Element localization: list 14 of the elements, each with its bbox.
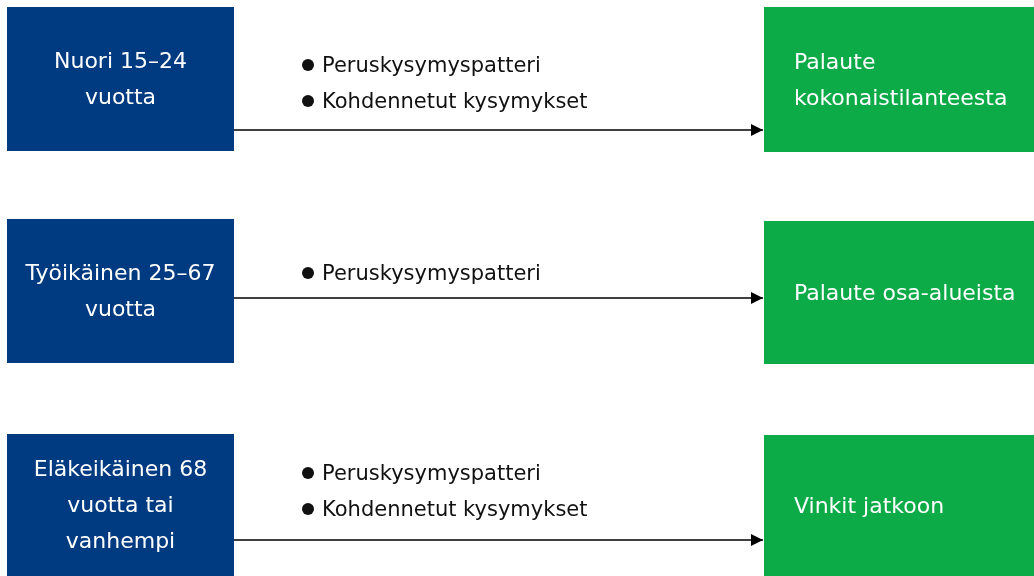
arrow [233, 292, 764, 304]
bullet-item: Peruskysymyspatteri [322, 460, 541, 487]
arrow [233, 124, 764, 136]
bullet-item: Kohdennetut kysymykset [322, 88, 588, 115]
feedback-box: Vinkit jatkoon [764, 435, 1034, 576]
arrow [233, 534, 764, 546]
feedback-box: Palaute osa-alueista [764, 221, 1034, 364]
bullet-item: Kohdennetut kysymykset [322, 496, 588, 523]
age-group-box: Eläkeikäinen 68 vuotta tai vanhempi [7, 434, 234, 576]
bullet-item: Peruskysymyspatteri [322, 52, 541, 79]
age-group-box: Nuori 15–24 vuotta [7, 7, 234, 151]
feedback-box: Palaute kokonaistilanteesta [764, 7, 1034, 152]
bullet-item: Peruskysymyspatteri [322, 260, 541, 287]
age-group-box: Työikäinen 25–67 vuotta [7, 219, 234, 363]
